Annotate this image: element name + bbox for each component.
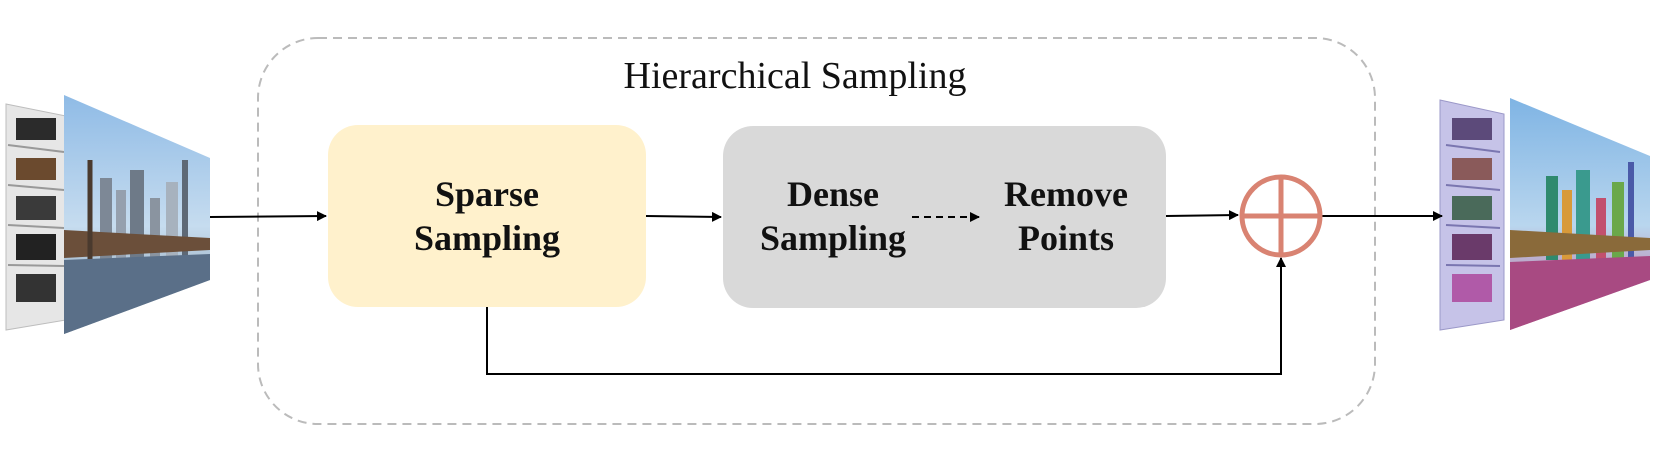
dense-remove-box [723, 126, 1166, 308]
remove-label-line2: Points [1017, 218, 1114, 258]
segmented-output-images-icon [1439, 98, 1650, 331]
group-title: Hierarchical Sampling [623, 55, 967, 97]
sparse-sampling-box [328, 125, 646, 307]
remove-points-label: Remove Points [976, 172, 1156, 260]
sparse-label-line1: Sparse [434, 174, 539, 214]
hierarchical-sampling-group [257, 37, 1376, 425]
sparse-sampling-label: Sparse Sampling [328, 172, 646, 260]
sparse-label-line2: Sampling [413, 218, 561, 258]
input-images-icon [5, 95, 210, 334]
arrow-sparse-to-dense [645, 211, 722, 222]
remove-label-line1: Remove [1004, 174, 1128, 214]
arrow-input-to-sparse [209, 211, 327, 222]
circle-plus-icon [1239, 174, 1323, 258]
dense-label-line2: Sampling [759, 218, 907, 258]
arrow-remove-to-combine [1165, 210, 1239, 221]
dense-label-line1: Dense [787, 174, 879, 214]
dense-sampling-label: Dense Sampling [740, 172, 926, 260]
skip-connection-arrow [486, 257, 1286, 375]
